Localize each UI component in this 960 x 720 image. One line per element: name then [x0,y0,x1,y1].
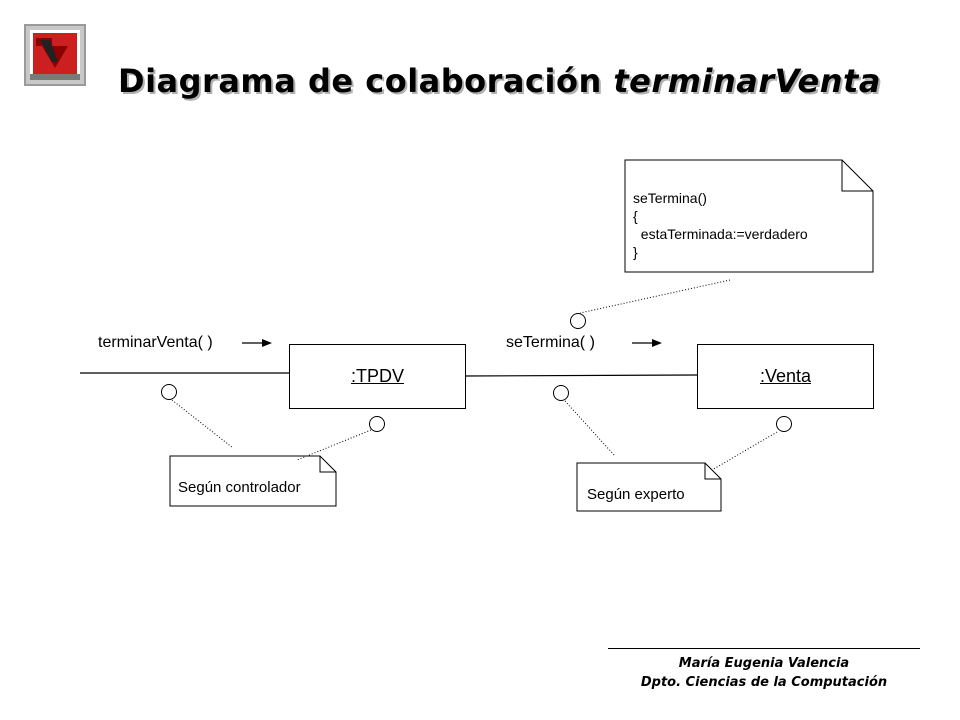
title-plain: Diagrama de colaboración [118,62,614,100]
object-tpdv: :TPDV [289,344,466,409]
page-title: Diagrama de colaboración terminarVenta [118,62,881,100]
object-venta: :Venta [697,344,874,409]
message-se-termina: seTermina( ) [506,334,595,351]
note-controlador-shape [169,455,337,507]
note-code-text: seTermina() { estaTerminada:=verdadero } [633,190,808,260]
anchor-circle [161,384,177,400]
arrow-terminar-venta [242,339,272,347]
arrow-se-termina [632,339,662,347]
anchor-circle [570,313,586,329]
tpdv-venta-link [464,374,698,377]
anchor-circle [553,385,569,401]
footer-divider [608,648,920,649]
title-italic: terminarVenta [613,62,881,100]
note-experto-shape [576,462,722,512]
footer-author: María Eugenia Valencia [678,656,850,671]
object-venta-label: :Venta [759,366,812,386]
note-controlador-text: Según controlador [178,479,301,496]
message-terminar-venta: terminarVenta( ) [98,334,213,351]
logo-icon [24,24,86,86]
note-code-shape [624,159,874,273]
anchor-circle [369,416,385,432]
note-experto-text: Según experto [587,486,685,503]
footer-department: Dpto. Ciencias de la Computación [640,675,888,690]
anchor-circle [776,416,792,432]
object-tpdv-label: :TPDV [350,366,404,386]
